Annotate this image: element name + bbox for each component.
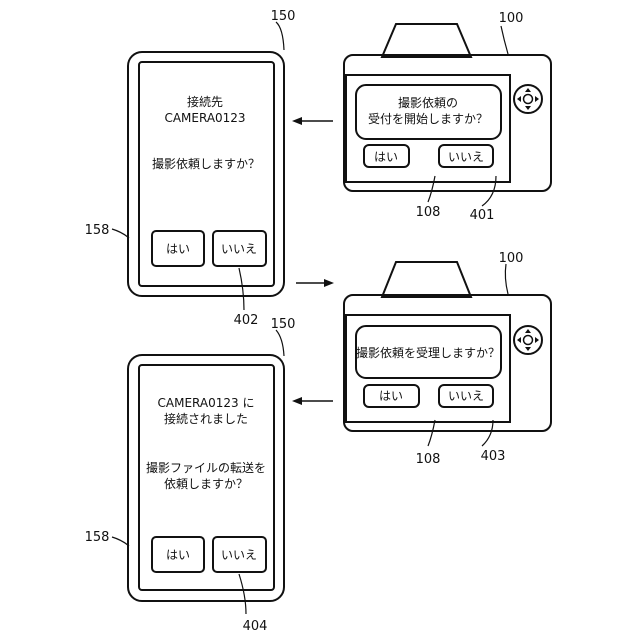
ref-402: 402 — [234, 313, 259, 328]
phone-bottom-line1: CAMERA0123 に — [158, 396, 255, 410]
camera-top-viewfinder — [382, 24, 471, 57]
phone-top — [128, 52, 284, 296]
camera-top-no-label: いいえ — [448, 150, 484, 164]
camera-bottom-line1: 撮影依頼を受理しますか？ — [356, 345, 500, 360]
ref-403: 403 — [481, 449, 506, 464]
leader-150-top — [276, 22, 284, 50]
leader-108-bottom — [428, 420, 435, 446]
leader-404 — [239, 574, 246, 614]
phone-top-line2: CAMERA0123 — [164, 111, 245, 125]
leader-158-top — [112, 229, 129, 238]
ref-158-bottom: 158 — [85, 530, 110, 545]
ref-150-bottom: 150 — [271, 317, 296, 332]
arrow-head-right-icon — [324, 279, 334, 287]
camera-bottom-viewfinder — [382, 262, 471, 297]
camera-top-display — [346, 75, 510, 182]
camera-bottom-dpad-center-icon[interactable] — [524, 336, 533, 345]
camera-top-dpad-arrows — [517, 88, 539, 110]
camera-top-yes-label: はい — [374, 150, 398, 164]
dpad-down-icon — [525, 106, 531, 110]
camera-top-line1: 撮影依頼の — [398, 95, 458, 110]
phone-bottom-yes-label: はい — [166, 548, 190, 562]
phone-bottom-line2: 接続されました — [164, 411, 248, 426]
ref-108-top: 108 — [416, 205, 441, 220]
dpad-left-icon — [517, 96, 521, 102]
ref-158-top: 158 — [85, 223, 110, 238]
arrow-head-left-icon — [292, 117, 302, 125]
camera-bottom-no-label: いいえ — [448, 389, 484, 403]
phone-bottom-line3: 撮影ファイルの転送を — [146, 460, 266, 475]
leader-108-top — [428, 176, 435, 202]
phone-top-line1: 接続先 — [187, 94, 223, 109]
phone-top-yes-label: はい — [166, 242, 190, 256]
dpad-right-icon — [535, 96, 539, 102]
ref-100-bottom: 100 — [499, 251, 524, 266]
camera-bottom-text: 撮影依頼を受理しますか？ はい いいえ — [356, 345, 500, 403]
camera-bottom-dpad-arrows — [517, 329, 539, 351]
dpad-left-icon — [517, 337, 521, 343]
leader-402 — [239, 268, 244, 310]
phone-bottom-no-label: いいえ — [221, 548, 257, 562]
phone-top-question: 撮影依頼しますか？ — [152, 156, 260, 171]
flow-arrows — [292, 117, 334, 405]
ref-404: 404 — [243, 619, 268, 634]
leader-403 — [482, 420, 493, 446]
ref-108-bottom: 108 — [416, 452, 441, 467]
leader-100-bottom — [505, 264, 508, 294]
ref-150-top: 150 — [271, 9, 296, 24]
camera-top-line2: 受付を開始しますか？ — [368, 112, 488, 126]
camera-top-text: 撮影依頼の 受付を開始しますか？ はい いいえ — [368, 95, 488, 164]
ref-100-top: 100 — [499, 11, 524, 26]
camera-bottom-display — [346, 315, 510, 422]
camera-top-dpad-center-icon[interactable] — [524, 95, 533, 104]
leader-158-bottom — [112, 537, 129, 546]
dpad-up-icon — [525, 88, 531, 92]
phone-top-no-label: いいえ — [221, 242, 257, 256]
camera-bottom-yes-label: はい — [379, 389, 403, 403]
arrow-head-left-icon — [292, 397, 302, 405]
leader-100-top — [501, 26, 508, 54]
leader-150-bottom — [276, 330, 284, 356]
phone-bottom-line4: 依頼しますか？ — [164, 476, 248, 491]
dpad-down-icon — [525, 347, 531, 351]
dpad-right-icon — [535, 337, 539, 343]
ref-401: 401 — [470, 208, 495, 223]
dpad-up-icon — [525, 329, 531, 333]
